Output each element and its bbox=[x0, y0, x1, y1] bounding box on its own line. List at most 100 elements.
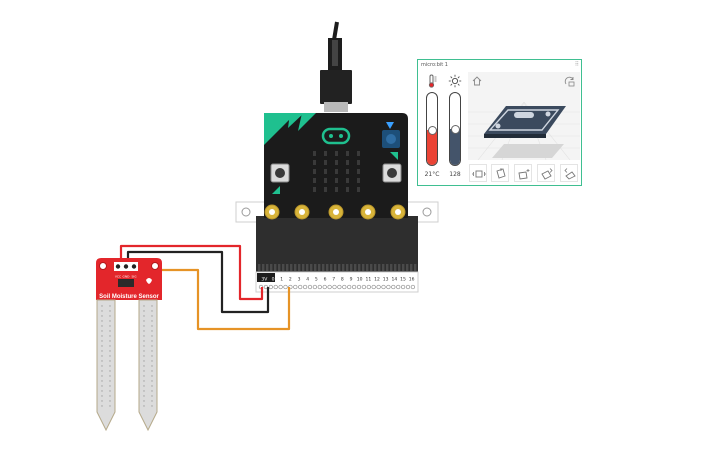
light-track[interactable] bbox=[449, 92, 461, 166]
pin-hole[interactable] bbox=[293, 284, 298, 290]
prong-dot bbox=[109, 305, 111, 307]
light-knob[interactable] bbox=[451, 124, 460, 134]
pin-hole[interactable] bbox=[298, 284, 303, 290]
prong-dot bbox=[109, 390, 111, 392]
tilt-left-gesture-button[interactable] bbox=[537, 164, 555, 182]
pin-label: 9 bbox=[350, 277, 353, 283]
tilt-right-gesture-button[interactable] bbox=[560, 164, 578, 182]
pin-hole[interactable] bbox=[332, 284, 337, 290]
pin-hole[interactable] bbox=[366, 284, 371, 290]
pin-hole[interactable] bbox=[351, 284, 357, 290]
sensor-pin-label: GND bbox=[123, 275, 131, 279]
prong-dot bbox=[101, 385, 103, 387]
connector-tooth bbox=[266, 264, 269, 271]
shake-gesture-button[interactable] bbox=[469, 164, 487, 182]
connector-tooth bbox=[402, 264, 405, 271]
pin-hole[interactable] bbox=[307, 284, 313, 290]
button-b[interactable] bbox=[382, 163, 402, 183]
button-b-indicator-icon bbox=[386, 122, 394, 129]
prong-dot bbox=[151, 345, 153, 347]
home-icon[interactable] bbox=[472, 76, 482, 86]
usb-connector bbox=[320, 70, 352, 104]
prong-dot bbox=[143, 400, 145, 402]
pin-label: 3V bbox=[261, 277, 268, 283]
pin-hole[interactable] bbox=[347, 284, 352, 290]
simulator-panel[interactable]: micro:bit 1 ⠿ 21°C bbox=[417, 59, 582, 186]
pin-hole[interactable] bbox=[386, 284, 391, 290]
pin-hole[interactable] bbox=[278, 284, 283, 290]
prong-dot bbox=[109, 365, 111, 367]
connector-tooth bbox=[398, 264, 401, 271]
prong-dot bbox=[151, 405, 153, 407]
temperature-fill bbox=[427, 130, 437, 165]
pin-hole[interactable] bbox=[273, 284, 278, 290]
prong-dot bbox=[101, 315, 103, 317]
pin-hole[interactable] bbox=[327, 284, 332, 290]
pin-hole[interactable] bbox=[405, 284, 411, 290]
connector-tooth bbox=[306, 264, 309, 271]
pin-hole[interactable] bbox=[361, 284, 367, 290]
logo-down-gesture-button[interactable] bbox=[514, 164, 532, 182]
led bbox=[335, 169, 338, 174]
logo-touch-icon[interactable] bbox=[321, 127, 351, 145]
prong-dot bbox=[101, 390, 103, 392]
pin-hole[interactable] bbox=[268, 284, 273, 290]
pin-hole[interactable] bbox=[302, 284, 308, 290]
prong-dot bbox=[151, 330, 153, 332]
connector-tooth bbox=[298, 264, 301, 271]
pin-hole[interactable] bbox=[342, 284, 347, 290]
prong-dot bbox=[109, 320, 111, 322]
temperature-track[interactable] bbox=[426, 92, 438, 166]
drag-handle-icon[interactable]: ⠿ bbox=[574, 61, 580, 68]
button-a[interactable] bbox=[270, 163, 290, 183]
pin-hole[interactable] bbox=[337, 284, 342, 290]
connector-tooth bbox=[362, 264, 365, 271]
pin-hole[interactable] bbox=[396, 284, 401, 290]
light-slider[interactable]: 128 bbox=[444, 74, 466, 182]
pin-label: 11 bbox=[365, 277, 371, 283]
logo-up-gesture-button[interactable] bbox=[491, 164, 509, 182]
prong-dot bbox=[109, 315, 111, 317]
prong-dot bbox=[101, 360, 103, 362]
pin-hole[interactable] bbox=[356, 284, 362, 290]
temperature-slider[interactable]: 21°C bbox=[421, 74, 443, 182]
connector-tooth bbox=[358, 264, 361, 271]
pin-hole[interactable] bbox=[283, 284, 288, 290]
led bbox=[313, 160, 316, 165]
soil-moisture-sensor[interactable]: Soil Moisture Sensor VCC GND SIG bbox=[96, 258, 162, 432]
pin-label: 16 bbox=[409, 277, 415, 283]
rotate-icon[interactable] bbox=[564, 76, 576, 88]
pin-hole[interactable] bbox=[400, 284, 406, 290]
logo-down-gesture-icon bbox=[518, 169, 530, 180]
pin-label-dark-block bbox=[257, 273, 275, 282]
logo-up-gesture-icon bbox=[496, 168, 506, 179]
edge-connector-slot bbox=[256, 216, 418, 272]
microbit-board[interactable] bbox=[264, 113, 408, 220]
prong-dot bbox=[109, 360, 111, 362]
led bbox=[346, 169, 349, 174]
pin-label: 3 bbox=[298, 277, 301, 283]
pin-hole[interactable] bbox=[410, 284, 416, 290]
pin-label: 5 bbox=[315, 277, 318, 283]
orientation-view[interactable] bbox=[468, 72, 580, 161]
pin-hole[interactable] bbox=[317, 284, 322, 290]
pin-hole[interactable] bbox=[376, 284, 381, 290]
prong-dot bbox=[151, 370, 153, 372]
pin-hole[interactable] bbox=[381, 284, 386, 290]
pin-hole[interactable] bbox=[312, 284, 318, 290]
prong-dot bbox=[101, 310, 103, 312]
connector-tooth bbox=[258, 264, 261, 271]
temperature-knob[interactable] bbox=[428, 125, 437, 135]
led bbox=[313, 169, 316, 174]
pin-hole[interactable] bbox=[322, 284, 327, 290]
prong-dot bbox=[143, 325, 145, 327]
connector-tooth bbox=[302, 264, 305, 271]
usb-cable[interactable] bbox=[320, 21, 352, 112]
prong-dot bbox=[151, 390, 153, 392]
sensor-prong-left bbox=[96, 299, 116, 432]
connector-tooth bbox=[414, 264, 417, 271]
pin-hole[interactable] bbox=[391, 284, 396, 290]
pin-hole[interactable] bbox=[371, 284, 376, 290]
prong-dot bbox=[143, 390, 145, 392]
